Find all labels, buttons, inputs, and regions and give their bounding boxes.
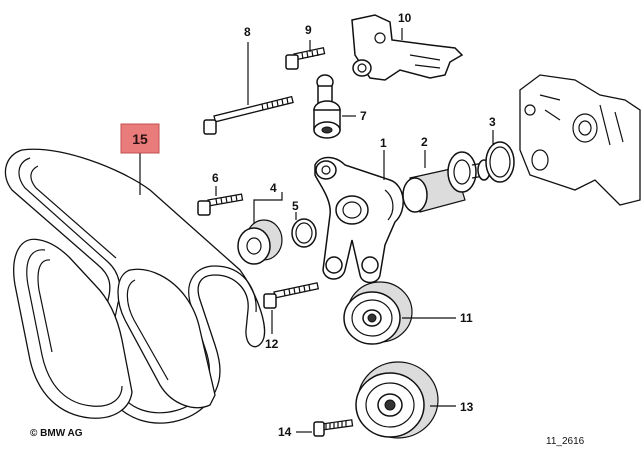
leader-lines	[139, 28, 494, 433]
callout-1: 1	[380, 136, 387, 150]
bolt-14[interactable]	[313, 419, 354, 437]
highlight-callout-15[interactable]: 15	[120, 123, 160, 154]
callout-labels: 8 9 10 7 1 2 3 6 4 5 11 12 13 14	[212, 11, 496, 439]
bolt-9[interactable]	[285, 46, 326, 70]
callout-10: 10	[398, 11, 412, 25]
bush-2[interactable]	[402, 151, 491, 213]
callout-15: 15	[132, 131, 148, 147]
spacer-4[interactable]	[237, 219, 283, 265]
callout-3: 3	[489, 115, 496, 129]
callout-8: 8	[244, 25, 251, 39]
callout-6: 6	[212, 171, 219, 185]
callout-7: 7	[360, 109, 367, 123]
hydraulic-damper-7[interactable]	[313, 74, 341, 139]
callout-13: 13	[460, 400, 474, 414]
callout-12: 12	[265, 337, 279, 351]
o-ring-5[interactable]	[291, 218, 317, 248]
copyright-text: © BMW AG	[30, 428, 83, 439]
callout-5: 5	[292, 199, 299, 213]
idler-pulley-11[interactable]	[343, 281, 413, 345]
callout-2: 2	[421, 135, 428, 149]
callout-14: 14	[278, 425, 292, 439]
callout-4: 4	[270, 181, 277, 195]
idler-pulley-13[interactable]	[355, 361, 439, 439]
ribbed-belt[interactable]	[4, 148, 266, 424]
drawing-code: 11_2616	[546, 436, 585, 447]
bracket-10[interactable]	[351, 14, 464, 81]
bolt-12[interactable]	[263, 282, 320, 309]
callout-9: 9	[305, 23, 312, 37]
tensioner-arm-1[interactable]	[314, 156, 404, 284]
callout-11: 11	[460, 311, 473, 325]
bolt-8[interactable]	[203, 95, 294, 135]
bolt-6[interactable]	[197, 193, 244, 216]
o-ring-3[interactable]	[485, 141, 515, 183]
engine-housing	[519, 74, 641, 206]
